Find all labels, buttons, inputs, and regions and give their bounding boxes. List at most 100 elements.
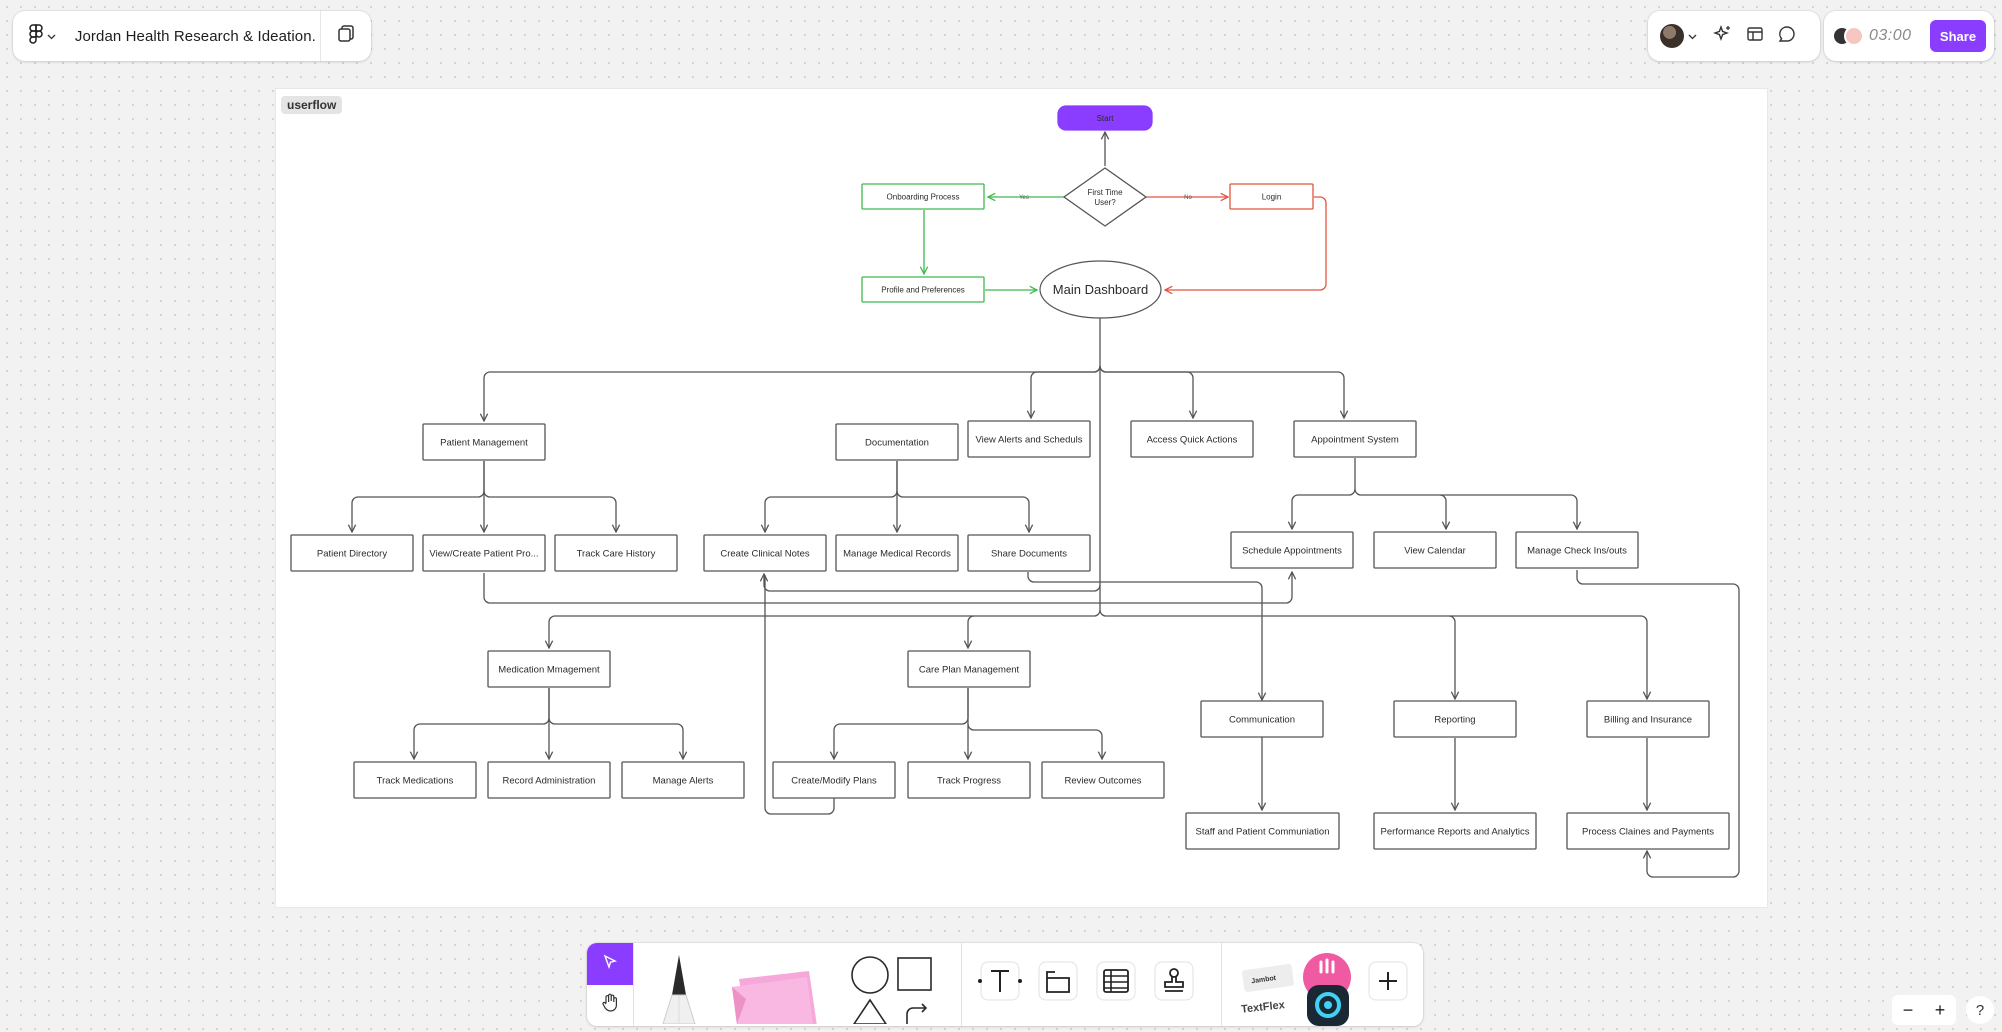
flow-node-medical-records[interactable]: Manage Medical Records [835, 534, 959, 572]
pages-icon [336, 24, 356, 49]
edge [1354, 488, 1446, 529]
edge [765, 461, 898, 532]
flow-node-profile[interactable]: Profile and Preferences [861, 276, 985, 303]
sticky-note-tool[interactable] [727, 961, 827, 1026]
edge [1292, 458, 1356, 529]
pages-button[interactable] [321, 24, 371, 49]
cursor-icon [602, 954, 618, 975]
flow-node-track-meds[interactable]: Track Medications [353, 761, 477, 799]
node-shape [835, 423, 959, 461]
flow-node-view-create[interactable]: View/Create Patient Pro... [422, 534, 546, 572]
flow-node-reporting[interactable]: Reporting [1393, 700, 1517, 738]
comments-button[interactable] [1771, 20, 1803, 52]
timer-avatar[interactable] [1832, 26, 1866, 46]
stamp-tool[interactable] [1151, 960, 1197, 1006]
flow-node-alerts[interactable]: View Alerts and Scheduls [967, 420, 1091, 458]
file-title[interactable]: Jordan Health Research & Ideation. [74, 27, 316, 45]
section-tool[interactable] [1035, 960, 1081, 1006]
node-shape [554, 534, 678, 572]
flow-node-record-admin[interactable]: Record Administration [487, 761, 611, 799]
edge [1027, 572, 1262, 700]
node-label: Reporting [1434, 714, 1475, 725]
node-label: Access Quick Actions [1147, 434, 1238, 445]
node-label: Schedule Appointments [1242, 545, 1342, 556]
section-label[interactable]: userflow [281, 96, 343, 114]
node-shape [835, 534, 959, 572]
text-tool[interactable] [977, 960, 1023, 1006]
share-button[interactable]: Share [1930, 20, 1986, 52]
node-shape [353, 761, 477, 799]
shape-tool[interactable] [849, 955, 939, 1026]
flow-node-dashboard[interactable]: Main Dashboard [1039, 260, 1162, 319]
zoom-out-button[interactable]: − [1892, 995, 1924, 1025]
main-menu-button[interactable] [13, 23, 75, 49]
node-label: View Calendar [1404, 545, 1466, 556]
bottom-toolbar: Jambot TextFlex [587, 943, 1423, 1026]
node-shape [422, 423, 546, 461]
layout-button[interactable] [1739, 20, 1771, 52]
edge [414, 688, 550, 759]
flow-node-documentation[interactable]: Documentation [835, 423, 959, 461]
flow-node-track-progress[interactable]: Track Progress [907, 761, 1031, 799]
edge [352, 461, 485, 532]
node-label: Process Claines and Payments [1582, 826, 1714, 837]
flow-node-medication[interactable]: Medication Mmagement [487, 650, 611, 688]
edge [1449, 615, 1647, 699]
edge [1165, 196, 1327, 290]
layout-icon [1746, 25, 1764, 48]
flow-node-share-docs[interactable]: Share Documents [967, 534, 1091, 572]
user-avatar-menu[interactable] [1660, 24, 1697, 48]
select-tool[interactable] [587, 943, 633, 985]
node-label: Billing and Insurance [1604, 714, 1692, 725]
edge-label-no: No [1184, 195, 1192, 201]
avatar [1844, 26, 1864, 46]
pen-tool[interactable] [650, 954, 708, 1027]
node-label: View Alerts and Scheduls [975, 434, 1082, 445]
node-label: Staff and Patient Communiation [1196, 826, 1330, 837]
figma-logo-icon [29, 23, 43, 49]
flow-node-login[interactable]: Login [1229, 183, 1314, 210]
edge [1440, 494, 1577, 529]
node-shape [1293, 420, 1417, 458]
flow-node-start[interactable]: Start [1057, 105, 1153, 131]
minus-icon: − [1902, 999, 1914, 1020]
flow-node-care-plan[interactable]: Care Plan Management [907, 650, 1031, 688]
table-tool[interactable] [1093, 960, 1139, 1006]
flow-node-calendar[interactable]: View Calendar [1373, 531, 1497, 569]
node-shape [772, 761, 896, 799]
flow-node-quick-actions[interactable]: Access Quick Actions [1130, 420, 1254, 458]
flow-node-schedule[interactable]: Schedule Appointments [1230, 531, 1354, 569]
pen-icon [654, 954, 704, 1027]
node-shape [1039, 260, 1162, 319]
flow-node-perf-reports[interactable]: Performance Reports and Analytics [1373, 812, 1537, 850]
flow-node-create-plans[interactable]: Create/Modify Plans [772, 761, 896, 799]
edge [483, 572, 1292, 604]
flow-node-patient-dir[interactable]: Patient Directory [290, 534, 414, 572]
edge [764, 575, 835, 815]
help-button[interactable]: ? [1966, 996, 1994, 1024]
flow-node-track-care[interactable]: Track Care History [554, 534, 678, 572]
flow-node-staff-comm[interactable]: Staff and Patient Communiation [1185, 812, 1340, 850]
zoom-in-button[interactable]: + [1924, 995, 1956, 1025]
flow-node-onboarding[interactable]: Onboarding Process [861, 183, 985, 210]
flow-node-billing[interactable]: Billing and Insurance [1586, 700, 1710, 738]
flow-node-checkins[interactable]: Manage Check Ins/outs [1515, 531, 1639, 569]
ai-sparkle-button[interactable] [1707, 20, 1739, 52]
flow-node-communication[interactable]: Communication [1200, 700, 1324, 738]
table-icon [1093, 958, 1139, 1009]
flow-node-appointments[interactable]: Appointment System [1293, 420, 1417, 458]
flow-node-claims[interactable]: Process Claines and Payments [1566, 812, 1730, 850]
hand-tool[interactable] [587, 985, 633, 1026]
flow-node-clinical-notes[interactable]: Create Clinical Notes [703, 534, 827, 572]
node-label: Start [1097, 114, 1115, 123]
file-menu-panel: Jordan Health Research & Ideation. [13, 11, 371, 61]
node-shape [1200, 700, 1324, 738]
widgets[interactable]: Jambot TextFlex [1237, 952, 1355, 1026]
more-tools[interactable] [1365, 960, 1411, 1006]
flow-node-patient-mgmt[interactable]: Patient Management [422, 423, 546, 461]
timer-display[interactable]: 03:00 [1869, 27, 1912, 44]
flow-node-manage-alerts[interactable]: Manage Alerts [621, 761, 745, 799]
flow-node-review-outcomes[interactable]: Review Outcomes [1041, 761, 1165, 799]
